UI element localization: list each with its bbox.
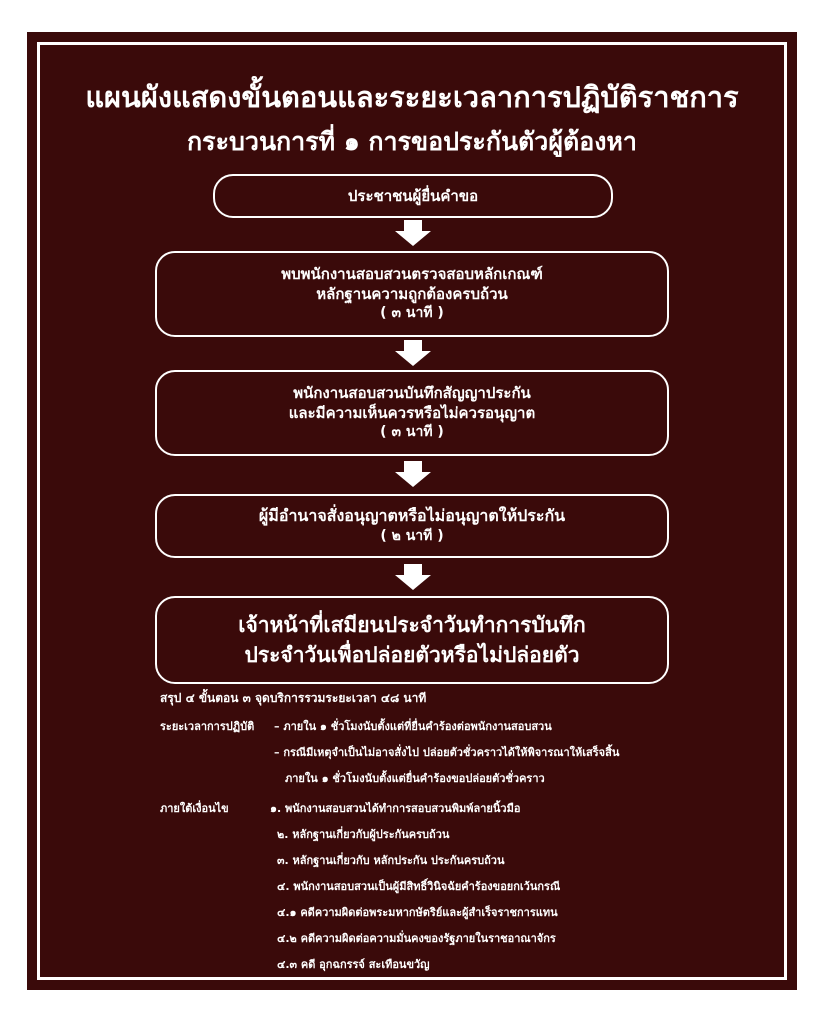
- step-2-line-2: หลักฐานความถูกต้องครบถ้วน: [316, 285, 508, 304]
- step-3-box: พนักงานสอบสวนบันทึกสัญญาประกัน และมีความ…: [155, 370, 669, 456]
- step-3-line-1: พนักงานสอบสวนบันทึกสัญญาประกัน: [293, 383, 531, 402]
- step-5-line-2: ประจำวันเพื่อปล่อยตัวหรือไม่ปล่อยตัว: [244, 643, 580, 667]
- step-5-box: เจ้าหน้าที่เสมียนประจำวันทำการบันทึก ประ…: [155, 596, 669, 684]
- step-4-box: ผู้มีอำนาจสั่งอนุญาตหรือไม่อนุญาตให้ประก…: [155, 494, 669, 558]
- down-arrow-icon: [395, 564, 431, 590]
- condition-line-4-1: ๔.๑ คดีความผิดต่อพระมหากษัตริย์และผู้สำเ…: [277, 906, 558, 919]
- condition-line-4-3: ๔.๓ คดี อุกฉกรรจ์ สะเทือนขวัญ: [277, 958, 430, 971]
- step-4-line-1: ผู้มีอำนาจสั่งอนุญาตหรือไม่อนุญาตให้ประก…: [258, 506, 566, 526]
- step-1-line-1: ประชาชนผู้ยื่นคำขอ: [347, 186, 479, 205]
- summary-text: สรุป ๔ ขั้นตอน ๓ จุดบริการรวมระยะเวลา ๔๘…: [160, 691, 427, 705]
- main-title: แผนผังแสดงขั้นตอนและระยะเวลาการปฏิบัติรา…: [85, 80, 739, 114]
- step-3-line-2: และมีความเห็นควรหรือไม่ควรอนุญาต: [288, 404, 536, 423]
- period-line-1: – ภายใน ๑ ชั่วโมงนับตั้งแต่ที่ยื่นคำร้อง…: [274, 720, 552, 733]
- condition-line-3: ๓. หลักฐานเกี่ยวกับ หลักประกัน ประกันครบ…: [277, 854, 505, 867]
- step-5-line-1: เจ้าหน้าที่เสมียนประจำวันทำการบันทึก: [238, 612, 586, 637]
- down-arrow-icon: [395, 340, 431, 366]
- period-label: ระยะเวลาการปฏิบัติ: [160, 720, 255, 733]
- step-4-duration: ( ๒ นาที ): [380, 528, 444, 544]
- period-line-3: ภายใน ๑ ชั่วโมงนับตั้งแต่ยื่นคำร้องขอปล่…: [285, 772, 545, 785]
- flowchart-board: แผนผังแสดงขั้นตอนและระยะเวลาการปฏิบัติรา…: [27, 32, 797, 990]
- condition-line-4: ๔. พนักงานสอบสวนเป็นผู้มีสิทธิ์วินิจฉัยค…: [277, 880, 561, 893]
- step-3-duration: ( ๓ นาที ): [380, 424, 444, 441]
- process-title: กระบวนการที่ ๑ การขอประกันตัวผู้ต้องหา: [187, 127, 637, 156]
- condition-line-1: ๑. พนักงานสอบสวนได้ทำการสอบสวนพิมพ์ลายนิ…: [270, 802, 521, 815]
- step-2-line-1: พบพนักงานสอบสวนตรวจสอบหลักเกณฑ์: [281, 264, 543, 283]
- inner-frame: [37, 42, 787, 980]
- condition-line-2: ๒. หลักฐานเกี่ยวกับผู้ประกันครบถ้วน: [277, 828, 450, 841]
- condition-label: ภายใต้เงื่อนไข: [160, 802, 229, 815]
- down-arrow-icon: [395, 461, 431, 487]
- step-2-duration: ( ๓ นาที ): [380, 305, 444, 322]
- period-line-2: – กรณีมีเหตุจำเป็นไม่อาจสั่งไป ปล่อยตัวช…: [274, 746, 620, 759]
- down-arrow-icon: [395, 220, 431, 246]
- step-2-box: พบพนักงานสอบสวนตรวจสอบหลักเกณฑ์ หลักฐานค…: [155, 251, 669, 337]
- step-1-box: ประชาชนผู้ยื่นคำขอ: [213, 174, 613, 218]
- condition-line-4-2: ๔.๒ คดีความผิดต่อความมั่นคงของรัฐภายในรา…: [277, 932, 556, 945]
